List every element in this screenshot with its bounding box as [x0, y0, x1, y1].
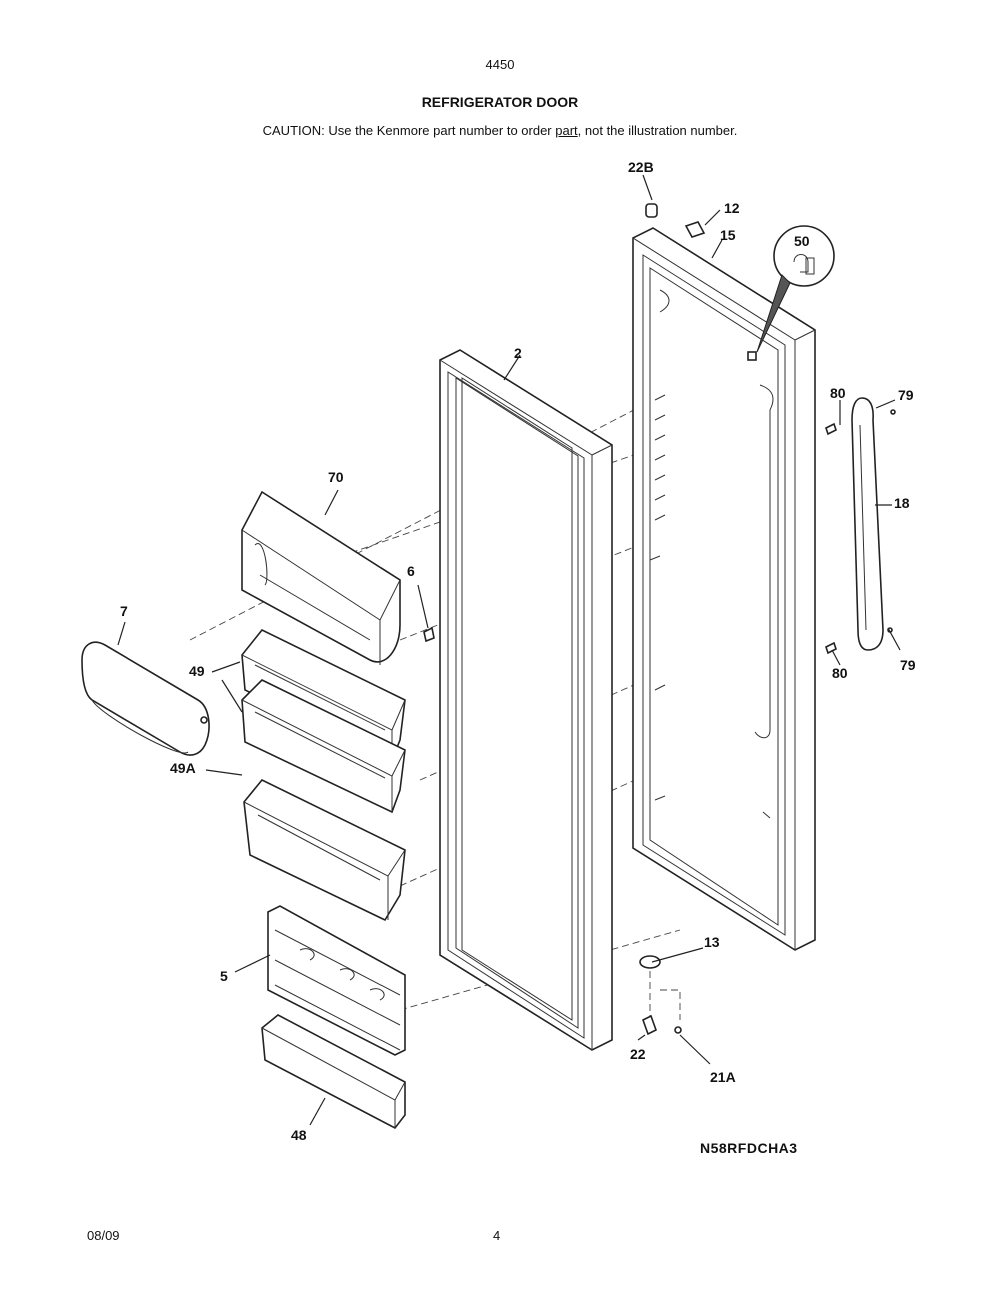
label-plate-12 [684, 221, 706, 238]
door-outer-panel [632, 227, 816, 951]
label-22: 22 [630, 1046, 646, 1062]
caution-part-link: part [555, 123, 578, 138]
label-50: 50 [794, 233, 810, 249]
bin-49a [243, 779, 406, 922]
label-5: 5 [220, 968, 228, 984]
caution-prefix: CAUTION: Use the Kenmore part number to … [262, 123, 556, 138]
label-6: 6 [407, 563, 415, 579]
label-15: 15 [720, 227, 736, 243]
page-title: REFRIGERATOR DOOR [421, 94, 579, 110]
door-handle [825, 397, 896, 655]
label-79-bottom: 79 [900, 657, 916, 673]
callout-50 [747, 225, 835, 361]
hinge-13 [639, 955, 661, 969]
label-70: 70 [328, 469, 344, 485]
door-gasket [439, 349, 613, 1051]
label-48: 48 [291, 1127, 307, 1143]
label-22b: 22B [628, 159, 654, 175]
label-7: 7 [120, 603, 128, 619]
label-21a: 21A [710, 1069, 736, 1085]
label-2: 2 [514, 345, 522, 361]
bin-48 [261, 1014, 406, 1130]
model-number: 4450 [485, 57, 515, 72]
caution-suffix: , not the illustration number. [577, 123, 738, 138]
label-79-top: 79 [898, 387, 914, 403]
bin-70 [241, 490, 401, 665]
bushing-22 [642, 1014, 657, 1036]
label-18: 18 [894, 495, 910, 511]
footer-date: 08/09 [87, 1228, 120, 1243]
caution-note: CAUTION: Use the Kenmore part number to … [0, 123, 1000, 138]
label-12: 12 [724, 200, 740, 216]
hinge-cap-22b [645, 203, 658, 218]
label-49a: 49A [170, 760, 196, 776]
cover-7 [81, 641, 210, 756]
screw-21a [674, 1026, 682, 1034]
label-80-top: 80 [830, 385, 846, 401]
leader-lines [117, 174, 901, 1126]
footer-page-number: 4 [493, 1228, 501, 1243]
label-80-bottom: 80 [832, 665, 848, 681]
label-49: 49 [189, 663, 205, 679]
bin-49-lower [241, 679, 406, 814]
diagram-code: N58RFDCHA3 [700, 1140, 798, 1156]
shelf-5 [267, 905, 406, 1056]
screw-6 [423, 626, 435, 643]
label-13: 13 [704, 934, 720, 950]
